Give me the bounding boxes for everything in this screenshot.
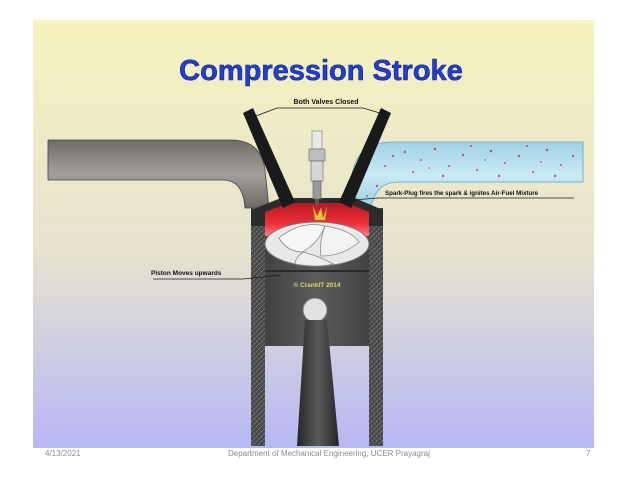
piston-label: Piston Moves upwards: [151, 270, 222, 277]
leader-lines: [153, 107, 574, 280]
piston-ring: [265, 270, 369, 272]
compression-stroke-diagram: Compression Stroke: [33, 20, 594, 448]
piston-crown: [264, 221, 370, 267]
diagram-title: Compression Stroke: [179, 55, 463, 87]
spark-flash: [312, 205, 328, 221]
footer-page-number: 7: [586, 449, 591, 458]
piston-leader-line: [153, 274, 282, 280]
connecting-rod: [297, 320, 339, 446]
fuel-mixture-droplets: [366, 145, 575, 197]
footer-department: Department of Mechanical Engineering, UC…: [228, 449, 430, 458]
spark-leader-line: [328, 197, 574, 203]
exhaust-valve: [243, 108, 295, 208]
wrist-pin: [302, 297, 328, 323]
copyright-text: © CrankIT 2014: [293, 281, 340, 289]
cylinder-wall-right: [369, 208, 383, 446]
intake-valve: [339, 108, 391, 208]
valves-label: Both Valves Closed: [294, 99, 359, 106]
cylinder-wall-left: [251, 208, 265, 446]
spark-plug: [308, 130, 326, 205]
footer-date: 4/13/2021: [45, 449, 81, 458]
valves-leader-line: [255, 107, 384, 117]
spark-label: Spark-Plug fires the spark & ignites Air…: [385, 190, 539, 197]
